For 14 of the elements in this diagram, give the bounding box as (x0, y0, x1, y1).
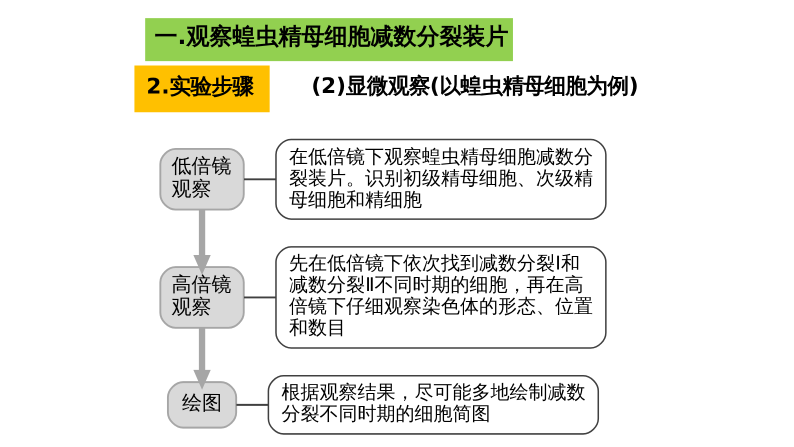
connector (244, 296, 276, 298)
arrow (193, 210, 211, 275)
connector (236, 404, 268, 406)
node-box: 先在低倍镜下依次找到减数分裂Ⅰ和减数分裂Ⅱ不同时期的细胞，再在高倍镜下仔细观察染色体的形态、位置和数目 (275, 246, 607, 349)
node-box: 低倍镜观察 (159, 148, 245, 211)
label: (2)显微观察(以蝗虫精母细胞为例) (311, 74, 639, 99)
connector (244, 178, 276, 180)
node-box: 2.实验步骤 (134, 66, 270, 112)
node-box: 根据观察结果，尽可能多地绘制减数分裂不同时期的细胞简图 (268, 375, 600, 435)
arrow (193, 328, 211, 390)
node-box: 在低倍镜下观察蝗虫精母细胞减数分裂装片。识别初级精母细胞、次级精母细胞和精细胞 (275, 138, 607, 220)
diagram-title: 一.观察蝗虫精母细胞减数分裂装片 (154, 24, 508, 50)
node-box: 绘图 (166, 381, 238, 429)
node-box: 高倍镜观察 (159, 266, 245, 329)
